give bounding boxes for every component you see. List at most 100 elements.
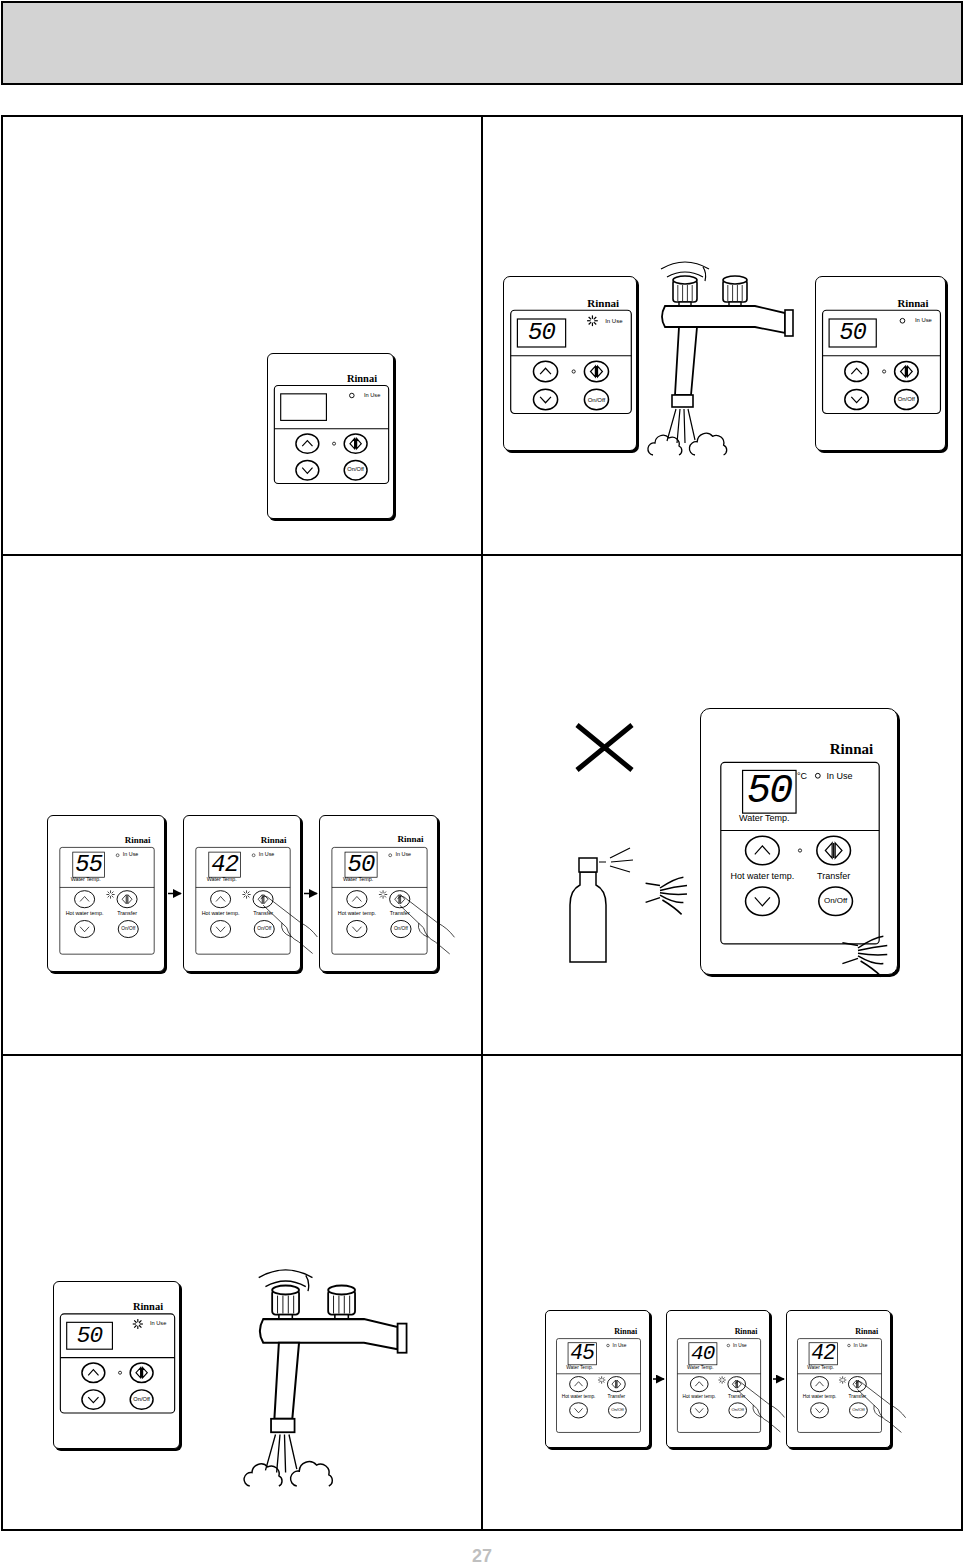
tr-button — [344, 434, 367, 453]
controller-inuse: In Use — [259, 853, 275, 858]
down-chevron — [755, 897, 770, 905]
tr-button — [130, 1363, 153, 1382]
spark-ray — [844, 1381, 846, 1383]
controller-onoff: On/Off — [611, 1408, 623, 1412]
onoff-button — [344, 460, 367, 479]
controller-onoff: On/Off — [824, 897, 847, 905]
controller-inuse: In Use — [613, 1343, 627, 1348]
controller-hw: Hot water temp. — [803, 1395, 837, 1400]
controller-inuse: In Use — [395, 853, 411, 858]
transfer-symbol — [395, 895, 405, 904]
up-chevron — [216, 897, 225, 902]
controller-wt: Water Temp. — [807, 1365, 834, 1370]
spark-ray — [722, 1376, 723, 1378]
onoff-button — [819, 887, 853, 916]
controller-onoff: On/Off — [732, 1408, 744, 1412]
spark-ray — [108, 896, 110, 898]
in-use-lamp — [848, 1344, 851, 1347]
spark-ray — [134, 1320, 136, 1322]
knob-ridge — [682, 285, 683, 301]
down-button — [82, 1390, 105, 1409]
down-button — [75, 921, 95, 938]
controller-num: 40 — [691, 1343, 715, 1364]
wall-fitting — [398, 1324, 407, 1353]
control-panel — [332, 847, 427, 954]
controller-inuse: In Use — [733, 1343, 747, 1348]
down-chevron — [540, 397, 551, 403]
controller-inuse: In Use — [605, 318, 622, 324]
remote-controller: Rinnai50In UseOn/Off — [503, 276, 637, 451]
control-panel — [798, 1339, 882, 1433]
controller-hw: Hot water temp. — [562, 1395, 596, 1400]
controller-onoff: On/Off — [133, 1397, 150, 1403]
up-button — [845, 361, 869, 381]
transfer-symbol — [136, 1368, 147, 1378]
up-button — [570, 1377, 588, 1392]
up-button — [533, 361, 557, 382]
spark-ray — [140, 1323, 143, 1324]
panel-separator — [60, 887, 154, 888]
controller-tr: Transfer — [817, 871, 850, 880]
panel-separator — [557, 1373, 641, 1374]
control-panel — [511, 310, 632, 413]
display-window — [517, 319, 565, 347]
spark-ray — [594, 322, 596, 324]
tr-button — [817, 836, 851, 865]
spark-ray — [589, 317, 591, 319]
knob-ridge — [737, 285, 738, 301]
tr-button — [584, 361, 608, 382]
knob-ridge — [288, 1296, 289, 1314]
spark-ray — [133, 1323, 136, 1324]
onoff-button — [254, 921, 274, 938]
display-window — [281, 394, 327, 421]
spark-ray — [137, 1319, 138, 1322]
control-panel — [557, 1339, 641, 1433]
controller-num: 42 — [211, 853, 238, 877]
tr-button — [895, 361, 919, 381]
spark-ray — [383, 890, 384, 893]
spark-ray — [587, 320, 590, 321]
controller-brand: Rinnai — [347, 374, 377, 384]
knob-top — [723, 276, 747, 284]
controller-inuse: In Use — [827, 771, 853, 780]
faucet-illustration — [244, 1270, 406, 1486]
controller-brand: Rinnai — [133, 1302, 163, 1312]
control-panel — [823, 310, 941, 413]
knob-ridge — [687, 285, 688, 301]
pressing-hand — [735, 1382, 785, 1432]
remote-controller: Rinnai45In UseWater Temp.Hot water temp.… — [545, 1310, 650, 1448]
spark-ray — [244, 896, 246, 898]
controller-tr: Transfer — [390, 911, 410, 916]
down-chevron — [302, 468, 312, 474]
spark-ray — [720, 1381, 722, 1383]
step-arrow — [304, 893, 317, 895]
controller-num: 50 — [348, 853, 375, 877]
header-bar — [2, 2, 962, 84]
up-button — [746, 836, 780, 865]
panel-separator — [332, 887, 427, 888]
remote-controller: Rinnai50In UseOn/Off — [53, 1281, 180, 1449]
indicator-dot — [333, 442, 336, 445]
remote-controller: RinnaiIn UseOn/Off — [267, 353, 394, 519]
spark-ray — [592, 323, 593, 326]
in-use-lamp — [252, 854, 255, 857]
spark-ray — [592, 315, 593, 318]
steam-cloud — [244, 1464, 282, 1486]
controller-inuse: In Use — [364, 393, 380, 399]
knob-ridge — [732, 285, 733, 301]
spark-ray — [842, 1381, 843, 1383]
spark-ray — [248, 896, 250, 898]
display-window — [345, 852, 377, 877]
prohibited-cross — [577, 725, 632, 770]
down-button — [296, 460, 319, 479]
display-window — [568, 1343, 596, 1365]
control-panel — [196, 847, 290, 954]
spark-ray — [139, 1325, 141, 1327]
down-chevron — [88, 1397, 98, 1403]
controller-onoff: On/Off — [257, 927, 271, 932]
remote-controller: Rinnai50°CIn UseWater Temp.Hot water tem… — [700, 708, 898, 975]
controller-num: 50 — [528, 321, 555, 345]
up-chevron — [540, 368, 551, 374]
up-button — [75, 891, 95, 908]
